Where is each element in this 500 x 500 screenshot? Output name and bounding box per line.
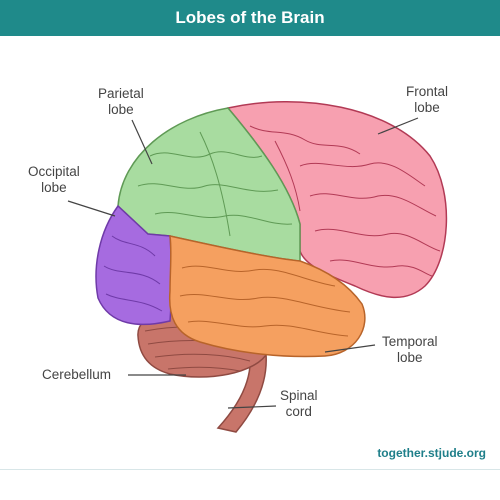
parietal-gyri: [137, 131, 293, 237]
footer-divider: [0, 469, 500, 470]
cerebellum-label: Cerebellum: [42, 367, 112, 382]
spinal-cord-label: Spinal cord: [280, 388, 318, 419]
spinal-leader-line: [227, 405, 277, 409]
temporal-lobe-label: Temporal lobe: [382, 334, 438, 365]
brain-diagram: Parietal lobe Frontal lobe Occipital lob…: [0, 36, 500, 466]
footer-url: together.stjude.org: [377, 446, 486, 460]
occipital-gyri: [103, 235, 163, 312]
brain-illustration: [67, 100, 448, 433]
page-title: Lobes of the Brain: [175, 8, 325, 27]
frontal-gyri: [249, 125, 441, 277]
title-bar: Lobes of the Brain: [0, 0, 500, 36]
parietal-lobe-label: Parietal lobe: [98, 86, 144, 117]
frontal-leader-line: [377, 117, 419, 135]
spinal-cord-shape: [216, 353, 267, 433]
occipital-leader-line: [67, 200, 116, 217]
parietal-leader-line: [131, 119, 153, 165]
occipital-lobe-label: Occipital lobe: [28, 164, 80, 195]
temporal-gyri: [179, 265, 351, 337]
frontal-lobe-label: Frontal lobe: [406, 84, 449, 115]
leader-lines: [67, 117, 419, 409]
temporal-leader-line: [324, 344, 376, 353]
temporal-lobe-shape: [168, 235, 366, 358]
